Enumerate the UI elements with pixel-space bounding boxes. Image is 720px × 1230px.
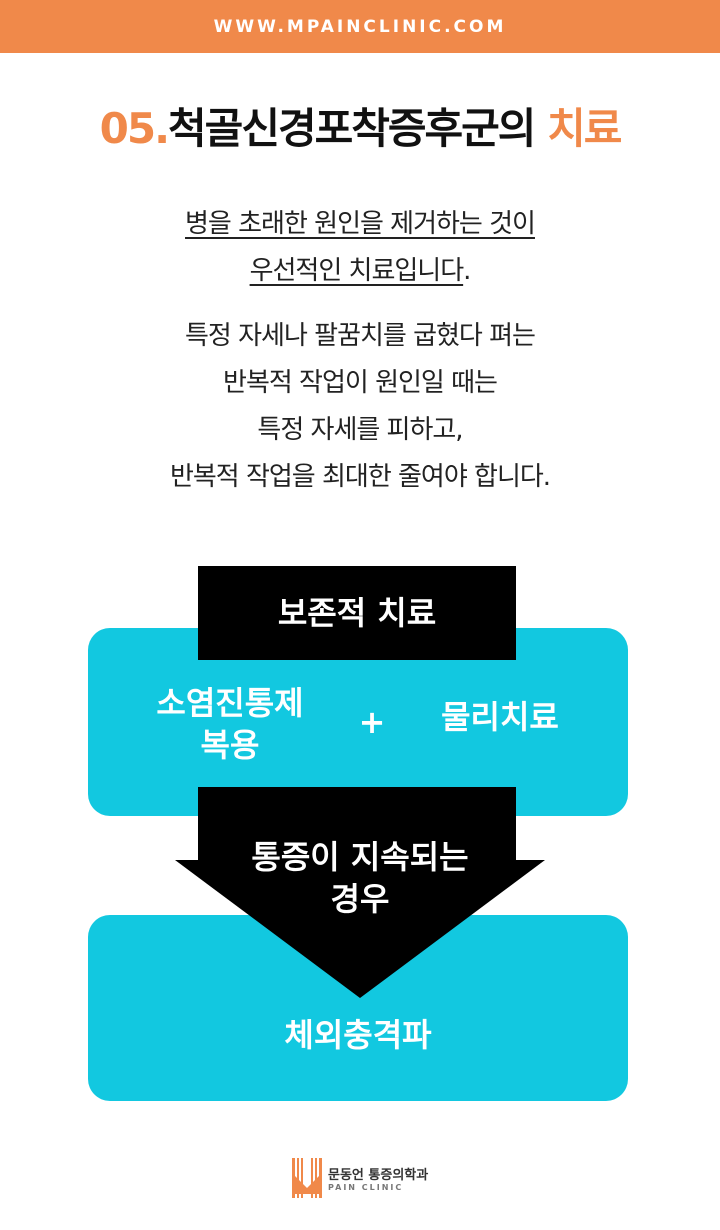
- conservative-treatment-header: 보존적 치료: [198, 566, 516, 660]
- intro-line-2-text: 우선적인 치료입니다: [249, 256, 465, 286]
- title-accent: 치료: [547, 104, 622, 153]
- title-main: 척골신경포착증후군의: [168, 104, 548, 153]
- body-line: 반복적 작업을 최대한 줄여야 합니다.: [169, 462, 551, 492]
- title-number: 05.: [99, 104, 170, 153]
- option-medication-line2: 복용: [200, 726, 260, 764]
- arrow-label-line1: 통증이 지속되는: [251, 838, 469, 876]
- intro-line-2: 우선적인 치료입니다.: [0, 250, 720, 287]
- option-medication-line1: 소염진통제: [156, 684, 304, 722]
- plus-sign: +: [358, 703, 386, 741]
- clinic-sub: PAIN CLINIC: [328, 1183, 404, 1192]
- arrow-label-line2: 경우: [330, 880, 390, 918]
- option-physical-therapy: 물리치료: [441, 698, 559, 736]
- intro-period: .: [463, 256, 471, 286]
- body-line: 특정 자세나 팔꿈치를 굽혔다 펴는: [185, 321, 536, 351]
- result-shockwave: 체외충격파: [284, 1016, 432, 1054]
- intro-line-1-text: 병을 초래한 원인을 제거하는 것이: [185, 209, 536, 239]
- clinic-logo-icon: [292, 1158, 322, 1198]
- body-line: 특정 자세를 피하고,: [257, 415, 463, 445]
- body-line: 반복적 작업이 원인일 때는: [223, 368, 498, 398]
- intro-line-1: 병을 초래한 원인을 제거하는 것이: [0, 203, 720, 240]
- page-title: 05.척골신경포착증후군의 치료: [0, 95, 720, 156]
- site-url-banner: WWW.MPAINCLINIC.COM: [0, 0, 720, 53]
- clinic-name: 문동언 통증의학과: [328, 1168, 429, 1183]
